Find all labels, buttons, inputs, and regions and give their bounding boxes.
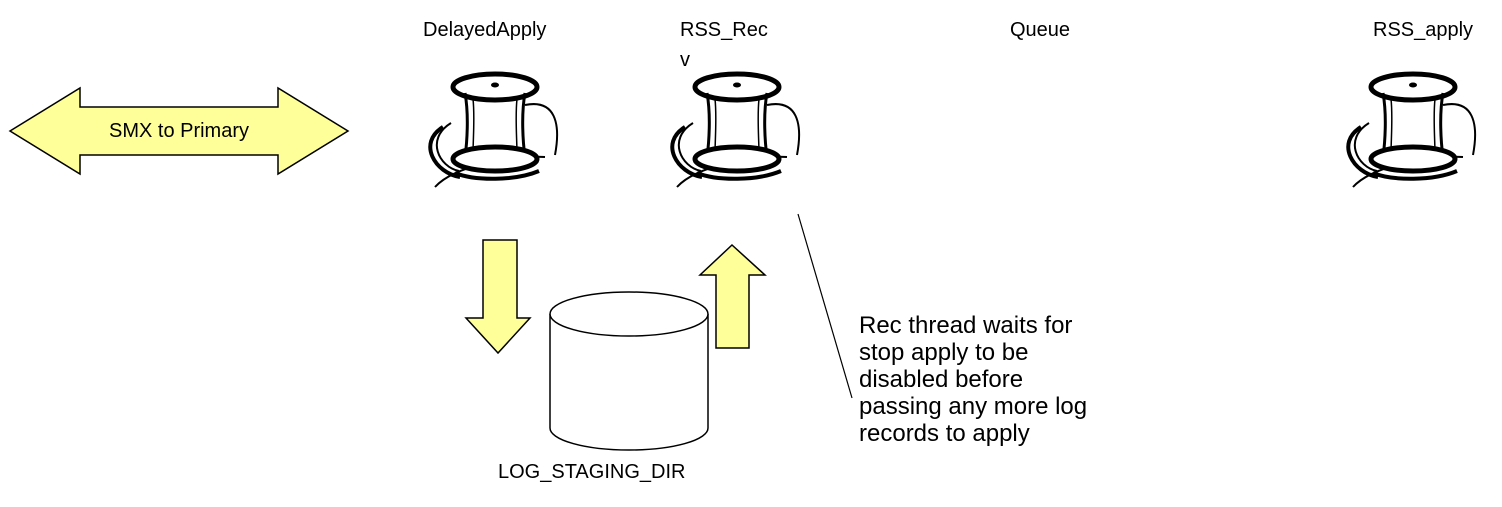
rss-recv-spool-icon [672,74,799,187]
queue-label: Queue [1010,19,1071,41]
callout-line [797,213,853,399]
down-arrow-icon [464,239,532,355]
smx-to-primary-arrow [8,86,350,176]
delayed-apply-label: DelayedApply [423,19,547,41]
rss-recv-label-line2: v [680,49,690,71]
up-arrow-icon [698,243,767,349]
smx-to-primary-label: SMX to Primary [108,120,250,142]
log-staging-dir-database-icon [549,291,709,451]
log-staging-dir-label: LOG_STAGING_DIR [498,461,686,483]
delayed-apply-spool-icon [430,74,557,187]
rss-apply-spool-icon [1348,74,1475,187]
rss-recv-label-line1: RSS_Rec [680,19,768,41]
rec-thread-note: Rec thread waits for stop apply to be di… [859,312,1088,447]
rss-apply-label: RSS_apply [1373,19,1474,41]
